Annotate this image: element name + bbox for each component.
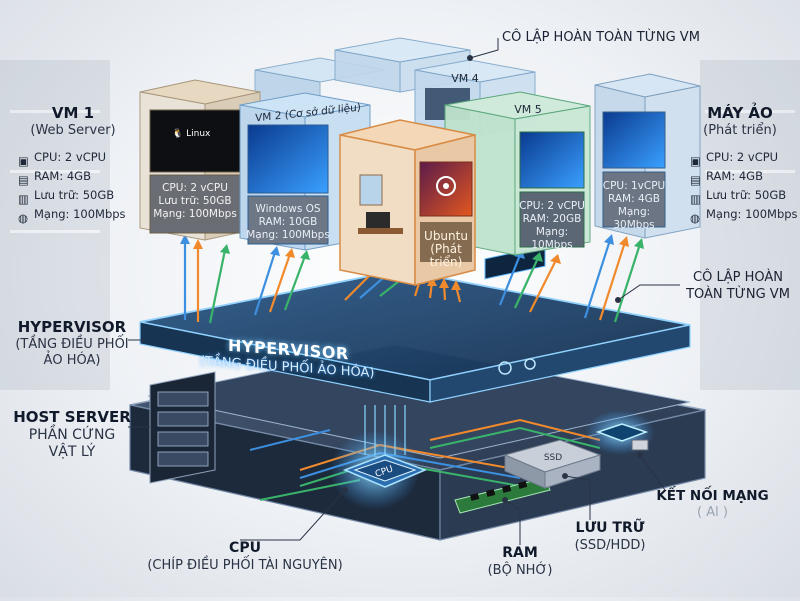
vm6-title: MÁY ẢO bbox=[707, 104, 773, 122]
vm6-label: MÁY ẢO (Phát triển) bbox=[690, 104, 790, 139]
vm3-screen-line: Ubuntu bbox=[424, 229, 468, 243]
ram-label: RAM (BỘ NHỚ) bbox=[480, 545, 560, 579]
vm1-screen-specs: CPU: 2 vCPU Lưu trữ: 50GB Mạng: 100Mbps bbox=[148, 182, 242, 221]
right-callout-line: TOÀN TỪNG VM bbox=[686, 286, 790, 302]
vm6-specs: ▣CPU: 2 vCPU ▤RAM: 4GB ▥Lưu trữ: 50GB ◍M… bbox=[690, 148, 798, 225]
vm4-caption: VM 4 bbox=[451, 72, 479, 85]
connection-arrows bbox=[183, 239, 642, 324]
vm1-screen-line: CPU: 2 vCPU bbox=[162, 182, 228, 194]
vm2-screen-line: Windows OS bbox=[255, 203, 321, 215]
hypervisor-title: HYPERVISOR bbox=[17, 318, 127, 336]
hypervisor-subtitle-1: (TẦNG ĐIỀU PHỐI bbox=[15, 336, 129, 352]
ram-icon: ▤ bbox=[18, 173, 29, 187]
host-server-subtitle-1: PHẦN CỨNG bbox=[28, 426, 116, 443]
spec-row-storage: ▥Lưu trữ: 50GB bbox=[690, 188, 787, 206]
spec-row-network: ◍Mạng: 100Mbps bbox=[18, 207, 126, 225]
vm3-screen-line: (Phát triển) bbox=[429, 242, 463, 269]
cpu-title: CPU bbox=[229, 540, 261, 556]
vm5-cube bbox=[444, 91, 591, 256]
cpu-chip: CPU bbox=[330, 430, 428, 510]
vm3-ubuntu-cube bbox=[339, 119, 476, 286]
linux-icon: 🐧 bbox=[172, 129, 184, 139]
spec-row-network: ◍Mạng: 100Mbps bbox=[690, 207, 798, 225]
top-callout-leader bbox=[467, 38, 499, 61]
spec-row-cpu: ▣CPU: 2 vCPU bbox=[18, 150, 107, 168]
spec-row-cpu: ▣CPU: 2 vCPU bbox=[690, 150, 779, 168]
vm1-title: VM 1 bbox=[51, 104, 95, 122]
globe-icon: ◍ bbox=[18, 211, 29, 225]
vm1-screen-line: Lưu trữ: 50GB bbox=[158, 195, 232, 207]
vm6-screen-line: RAM: 4GB bbox=[607, 193, 660, 205]
vm6-cube bbox=[594, 73, 701, 239]
vm5-screen-specs: CPU: 2 vCPU RAM: 20GB Mạng: 10Mbps bbox=[517, 200, 587, 252]
storage-icon: ▥ bbox=[690, 192, 701, 206]
ram-stick bbox=[454, 477, 551, 514]
vm6-subtitle: (Phát triển) bbox=[703, 122, 777, 138]
vm5-screen-line: CPU: 2 vCPU bbox=[519, 200, 585, 212]
network-title: KẾT NỐI MẠNG bbox=[656, 488, 769, 504]
cpu-beams bbox=[364, 405, 406, 455]
hypervisor-layer bbox=[139, 245, 691, 403]
right-callout-leader bbox=[615, 284, 680, 303]
host-server-title: HOST SERVER bbox=[13, 408, 131, 426]
vm2-screen-line: RAM: 10GB bbox=[258, 216, 318, 228]
spec-row-storage: ▥Lưu trữ: 50GB bbox=[18, 188, 115, 206]
vm1-subtitle: (Web Server) bbox=[30, 122, 116, 138]
right-callout: CÔ LẬP HOÀN TOÀN TỪNG VM bbox=[678, 270, 798, 304]
storage-icon: ▥ bbox=[18, 192, 29, 206]
hypervisor-label: HYPERVISOR (TẦNG ĐIỀU PHỐI ẢO HÓA) bbox=[8, 318, 136, 369]
ram-title: RAM bbox=[502, 545, 538, 561]
ram-icon: ▤ bbox=[690, 173, 701, 187]
globe-icon: ◍ bbox=[690, 211, 701, 225]
drive-bays bbox=[149, 371, 216, 484]
vm5-screen-line: RAM: 20GB bbox=[522, 213, 582, 225]
hypervisor-subtitle-2: ẢO HÓA) bbox=[43, 353, 101, 368]
vm2-screen-specs: Windows OS RAM: 10GB Mạng: 100Mbps bbox=[246, 203, 330, 242]
network-label: KẾT NỐI MẠNG ( Al ) bbox=[645, 488, 780, 521]
right-callout-line: CÔ LẬP HOÀN bbox=[693, 270, 783, 285]
network-chip bbox=[585, 410, 655, 455]
vm1-specs: ▣CPU: 2 vCPU ▤RAM: 4GB ▥Lưu trữ: 50GB ◍M… bbox=[18, 148, 126, 225]
network-subtitle: ( Al ) bbox=[697, 504, 728, 520]
vm6-screen-line: CPU: 1vCPU bbox=[602, 180, 666, 192]
ram-subtitle: (BỘ NHỚ) bbox=[487, 562, 553, 578]
storage-label: LƯU TRỮ (SSD/HDD) bbox=[565, 520, 655, 554]
cpu-label: CPU (CHÍP ĐIỀU PHỐI TÀI NGUYÊN) bbox=[140, 540, 350, 574]
vm6-screen-specs: CPU: 1vCPU RAM: 4GB Mạng: 30Mbps bbox=[601, 180, 667, 232]
spec-row-ram: ▤RAM: 4GB bbox=[690, 169, 763, 187]
vm5-caption: VM 5 bbox=[514, 103, 542, 116]
spec-row-ram: ▤RAM: 4GB bbox=[18, 169, 91, 187]
host-server-subtitle-2: VẬT LÝ bbox=[48, 444, 96, 461]
vm6-screen-line: Mạng: 30Mbps bbox=[613, 206, 655, 231]
vm1-os-label: 🐧 Linux bbox=[172, 129, 211, 139]
vm2-screen-line: Mạng: 100Mbps bbox=[246, 229, 330, 241]
vm5-screen-line: Mạng: 10Mbps bbox=[531, 226, 573, 251]
arrow-heads bbox=[180, 234, 644, 290]
ssd-chip-text: SSD bbox=[544, 453, 562, 463]
top-callout: CÔ LẬP HOÀN TOÀN TỪNG VM bbox=[502, 30, 700, 45]
cpu-icon: ▣ bbox=[18, 154, 29, 168]
cpu-subtitle: (CHÍP ĐIỀU PHỐI TÀI NGUYÊN) bbox=[147, 557, 343, 573]
host-server-label: HOST SERVER PHẦN CỨNG VẬT LÝ bbox=[8, 408, 136, 462]
vm1-screen-line: Mạng: 100Mbps bbox=[153, 208, 237, 220]
cpu-icon: ▣ bbox=[690, 154, 701, 168]
hardware-leaders bbox=[128, 339, 666, 545]
vm3-screen-label: Ubuntu (Phát triển) bbox=[416, 230, 476, 269]
storage-subtitle: (SSD/HDD) bbox=[574, 537, 646, 553]
background-racks bbox=[0, 60, 800, 390]
vm1-label: VM 1 (Web Server) bbox=[18, 104, 128, 139]
storage-title: LƯU TRỮ bbox=[575, 520, 645, 536]
